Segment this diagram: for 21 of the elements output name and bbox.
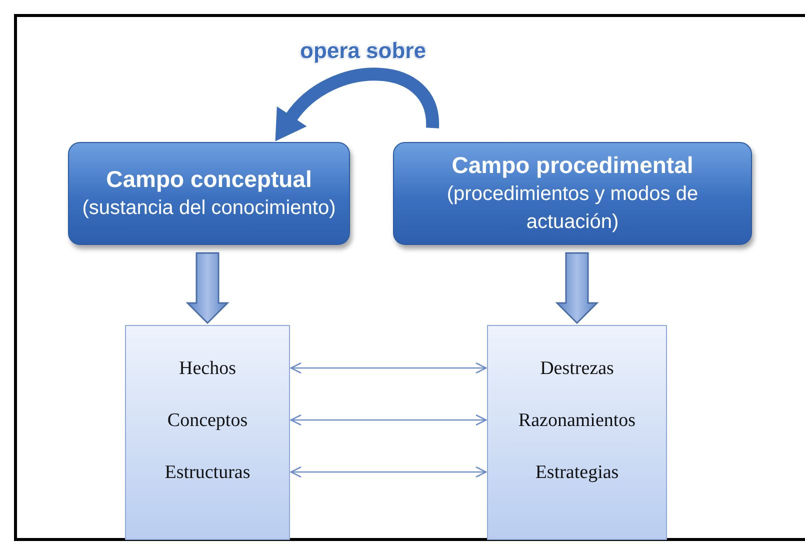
double-arrow bbox=[290, 414, 487, 426]
double-arrow bbox=[290, 362, 487, 374]
list-item: Conceptos bbox=[167, 410, 248, 431]
concept-box bbox=[68, 142, 350, 245]
curved-arrow bbox=[273, 68, 439, 140]
item-panel bbox=[125, 325, 290, 540]
list-item: Razonamientos bbox=[518, 410, 636, 431]
list-item: Destrezas bbox=[540, 358, 614, 379]
box-subtitle: (procedimientos y modos de actuación) bbox=[446, 182, 700, 236]
list-item: Hechos bbox=[179, 358, 236, 379]
list-item: Estrategias bbox=[535, 462, 619, 483]
double-arrow bbox=[290, 466, 487, 478]
item-panel bbox=[487, 325, 667, 540]
box-title: Campo procedimental bbox=[452, 150, 694, 180]
concept-box bbox=[393, 142, 752, 245]
block-arrow bbox=[186, 252, 230, 324]
box-subtitle: (sustancia del conocimiento) bbox=[82, 196, 336, 222]
edge-label: opera sobre bbox=[300, 38, 426, 64]
box-title: Campo conceptual bbox=[106, 164, 312, 194]
list-item: Estructuras bbox=[164, 462, 250, 483]
block-arrow bbox=[555, 252, 599, 324]
